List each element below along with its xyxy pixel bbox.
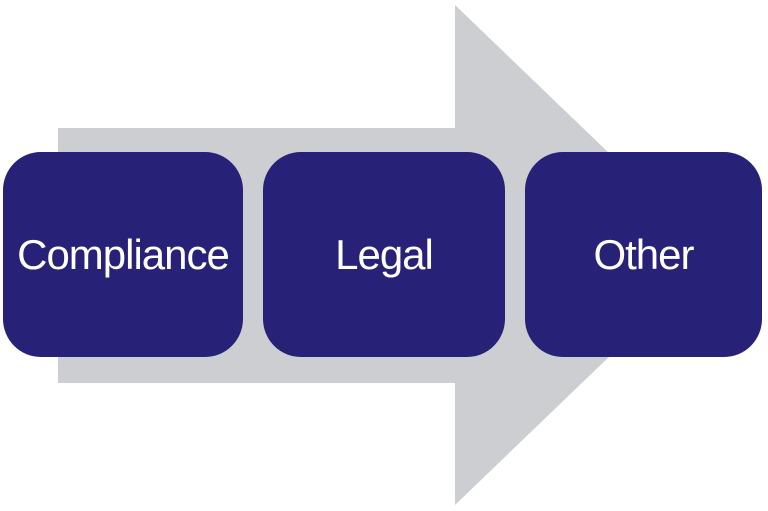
step-box-compliance: Compliance [3, 152, 243, 357]
step-label-other: Other [593, 230, 694, 278]
step-label-compliance: Compliance [17, 230, 230, 278]
step-box-other: Other [525, 152, 762, 357]
step-box-legal: Legal [263, 152, 505, 357]
step-label-legal: Legal [335, 230, 434, 278]
